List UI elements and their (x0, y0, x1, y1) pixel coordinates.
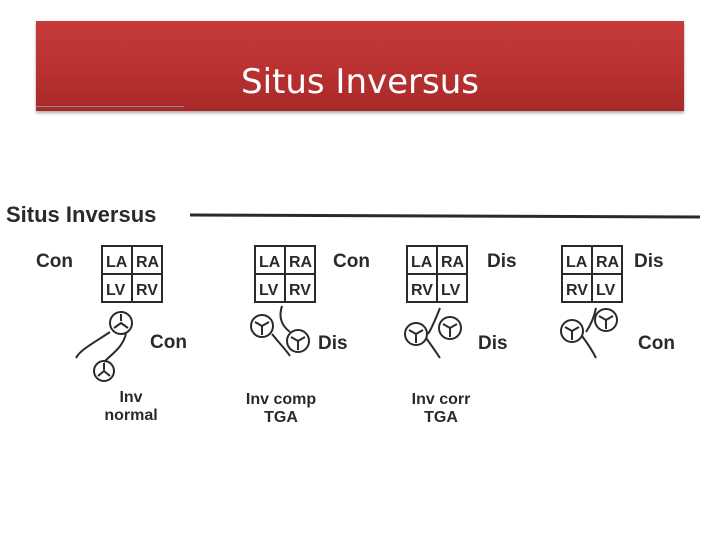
great-artery-path (427, 307, 441, 335)
panel-inv-comp-tga: LA RA LV RV Con Dis Inv comp TGA (246, 245, 370, 426)
panel1-caption-line1: Inv (119, 389, 142, 406)
aortic-valve-icon (109, 311, 133, 335)
panel1-caption-line2: normal (104, 407, 157, 424)
chamber-label: LV (441, 282, 461, 299)
panel-4: LA RA RV LV Dis Con (560, 245, 675, 359)
panel1-va-label: Con (150, 332, 187, 353)
pulmonary-valve-icon (93, 360, 115, 382)
situs-inversus-figure: Situs Inversus Con LA RA LV RV (0, 168, 700, 430)
panel-inv-corr-tga: LA RA RV LV Dis Dis Inv corr TGA (404, 245, 517, 426)
chamber-label: LA (106, 254, 128, 271)
aortic-valve-icon (250, 314, 274, 338)
title-accent-line (36, 106, 184, 107)
heading-rule (189, 213, 700, 219)
chamber-label: RV (411, 282, 433, 299)
slide-title: Situs Inversus (241, 62, 479, 102)
panel-inv-normal: Con LA RA LV RV Con Inv normal (36, 245, 187, 424)
valve-leaflets-icon (442, 323, 458, 337)
chamber-label: RA (596, 254, 620, 271)
great-artery-path (279, 305, 291, 333)
valve-leaflets-icon (290, 336, 306, 350)
chamber-label: RA (136, 254, 160, 271)
panel3-chamber-grid: LA RA RV LV (406, 245, 468, 303)
valve-leaflets-icon (564, 326, 580, 340)
panel3-caption-line1: Inv corr (412, 391, 471, 408)
valve-leaflets-icon (408, 329, 424, 343)
chamber-label: LA (259, 254, 281, 271)
valve-leaflets-icon (598, 315, 614, 329)
valve-leaflets-icon (113, 314, 129, 329)
panel2-caption-line1: Inv comp (246, 391, 316, 408)
title-banner: Situs Inversus (36, 21, 684, 111)
panel4-av-label: Dis (634, 251, 664, 272)
chamber-label: RV (289, 282, 311, 299)
panel2-chamber-grid: LA RA LV RV (254, 245, 316, 303)
chamber-label: LV (596, 282, 616, 299)
panel3-caption-line2: TGA (424, 409, 458, 426)
great-artery-path (581, 335, 597, 359)
panel4-va-label: Con (638, 333, 675, 354)
figure-canvas: Situs Inversus Con LA RA LV RV (6, 202, 700, 426)
panel3-great-arteries (404, 307, 462, 359)
chamber-label: RA (441, 254, 465, 271)
panel2-va-label: Dis (318, 333, 348, 354)
panel4-great-arteries (560, 307, 618, 359)
chamber-label: LV (259, 282, 279, 299)
panel4-chamber-grid: LA RA RV LV (561, 245, 623, 303)
panel1-great-arteries (75, 311, 133, 382)
valve-leaflets-icon (254, 321, 270, 335)
figure-heading: Situs Inversus (6, 202, 156, 227)
great-artery-path (425, 337, 441, 359)
chamber-label: LA (566, 254, 588, 271)
chamber-label: LA (411, 254, 433, 271)
aortic-valve-icon (560, 319, 584, 343)
panel1-chamber-grid: LA RA LV RV (101, 245, 163, 303)
panel3-av-label: Dis (487, 251, 517, 272)
panel3-va-label: Dis (478, 333, 508, 354)
pulmonary-valve-icon (438, 316, 462, 340)
chamber-label: LV (106, 282, 126, 299)
panel1-av-label: Con (36, 251, 73, 272)
aortic-valve-icon (404, 322, 428, 346)
pulmonary-valve-icon (594, 308, 618, 332)
chamber-label: RV (566, 282, 588, 299)
great-artery-path (271, 333, 291, 357)
valve-leaflets-icon (97, 363, 111, 377)
pulmonary-valve-icon (286, 329, 310, 353)
great-artery-path (585, 307, 597, 333)
panel2-av-label: Con (333, 251, 370, 272)
panel2-great-arteries (250, 305, 310, 357)
great-artery-path (103, 332, 127, 363)
great-artery-path (75, 331, 111, 359)
chamber-label: RV (136, 282, 158, 299)
chamber-label: RA (289, 254, 313, 271)
panel2-caption-line2: TGA (264, 409, 298, 426)
